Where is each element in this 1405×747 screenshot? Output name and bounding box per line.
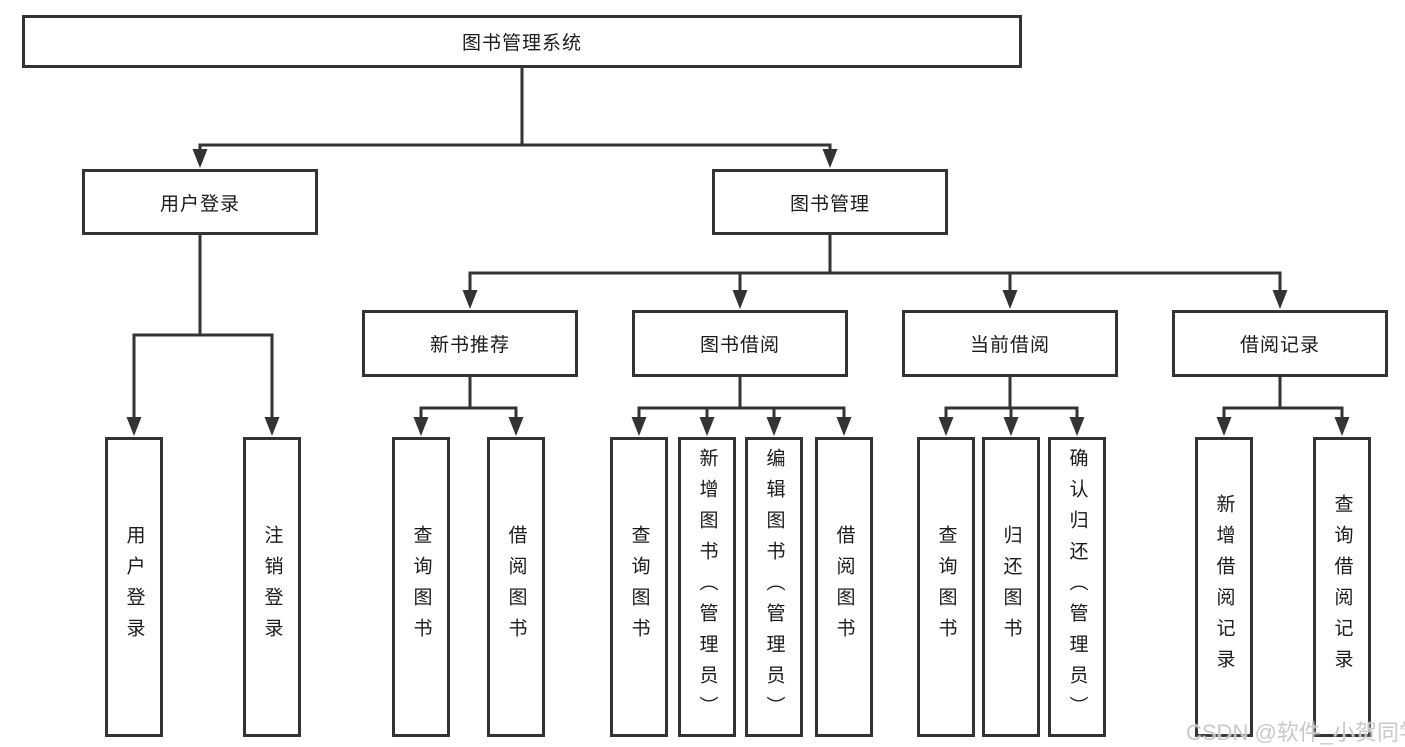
node-label: 查询借阅记录 [1331, 494, 1353, 680]
arrowhead-icons [126, 149, 1350, 436]
leaf-user-login: 用户登录 [105, 437, 163, 737]
node-label: 图书管理系统 [461, 33, 582, 54]
leaf-query-books-recommend: 查询图书 [392, 437, 450, 737]
node-label: 借阅图书 [833, 525, 855, 649]
leaf-add-borrow-record: 新增借阅记录 [1195, 437, 1253, 737]
leaf-borrow-books-recommend: 借阅图书 [487, 437, 545, 737]
node-label: 用户登录 [123, 525, 145, 649]
leaf-query-books-borrow: 查询图书 [610, 437, 668, 737]
node-book-management: 图书管理 [712, 169, 948, 235]
node-current-borrow: 当前借阅 [902, 310, 1118, 377]
node-label: 借阅记录 [1239, 335, 1320, 356]
node-user-login: 用户登录 [82, 169, 318, 235]
node-library-management-system: 图书管理系统 [22, 15, 1022, 68]
leaf-add-books-admin: 新增图书（管理员） [678, 437, 736, 737]
node-label: 用户登录 [159, 193, 240, 215]
leaf-logout: 注销登录 [243, 437, 301, 737]
node-label: 查询图书 [410, 525, 432, 649]
node-label: 新书推荐 [429, 335, 510, 356]
leaf-query-books-current: 查询图书 [917, 437, 975, 737]
node-book-borrow: 图书借阅 [632, 310, 848, 377]
node-label: 查询图书 [935, 525, 957, 649]
leaf-query-borrow-record: 查询借阅记录 [1313, 437, 1371, 737]
node-label: 编辑图书（管理员） [763, 447, 785, 727]
node-label: 当前借阅 [969, 335, 1050, 356]
node-label: 确认归还（管理员） [1066, 447, 1088, 727]
node-label: 注销登录 [261, 525, 283, 649]
node-label: 借阅图书 [505, 525, 527, 649]
node-label: 新增借阅记录 [1213, 494, 1235, 680]
csdn-watermark: CSDN @软件_小贺同学 [1186, 720, 1405, 745]
leaf-return-books: 归还图书 [982, 437, 1040, 737]
node-label: 新增图书（管理员） [696, 447, 718, 727]
node-borrow-record: 借阅记录 [1172, 310, 1388, 377]
node-label: 查询图书 [628, 525, 650, 649]
leaf-edit-books-admin: 编辑图书（管理员） [745, 437, 803, 737]
leaf-borrow-books: 借阅图书 [815, 437, 873, 737]
node-label: 图书借阅 [699, 335, 780, 356]
node-label: 图书管理 [789, 193, 870, 215]
node-new-book-recommend: 新书推荐 [362, 310, 578, 377]
leaf-confirm-return-admin: 确认归还（管理员） [1048, 437, 1106, 737]
node-label: 归还图书 [1000, 525, 1022, 649]
